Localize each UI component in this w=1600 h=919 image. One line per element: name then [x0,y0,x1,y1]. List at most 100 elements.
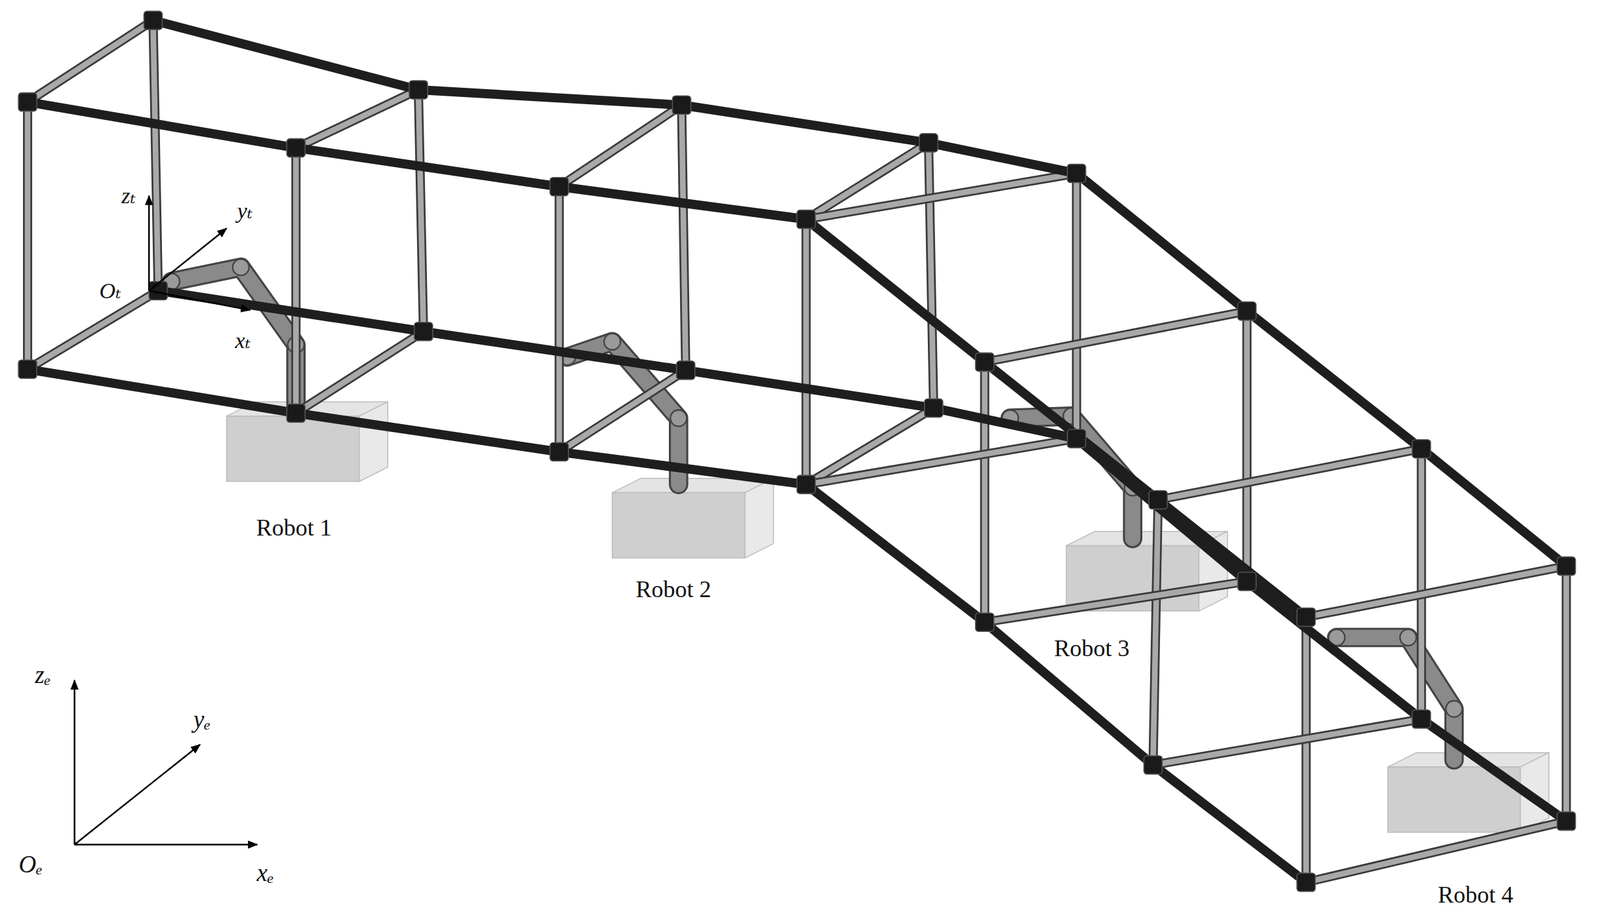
frame-joint [975,613,995,632]
robot-arm [1010,416,1134,540]
robot-base [744,478,774,559]
frame-bar [1418,449,1425,720]
frame-bar [24,102,31,370]
frame-bar [295,331,424,414]
frame-beam [1076,173,1248,312]
frame-joint [1557,557,1576,576]
frame-beam [1421,719,1567,822]
robot-joint [670,410,687,427]
frame-bar [984,311,1248,363]
frame-beam [27,102,296,149]
frame-joint [18,93,37,112]
frame-beam [685,370,934,409]
frame-bar [295,331,424,414]
frame-bar [1152,719,1421,766]
axis-line [73,680,75,846]
frame-bar [559,104,682,187]
frame-joint [1238,572,1257,591]
frame-beam [1158,499,1307,618]
frame-beam [295,413,559,452]
frame-bar [1301,617,1311,883]
frame-beam [152,20,419,90]
frame-joint [1148,490,1168,509]
frame-beam [295,148,559,187]
frame-bar [291,148,301,414]
frame-beam [418,89,682,105]
frame-joint [1067,429,1086,448]
frame-joint [1557,812,1576,831]
frame-beam [805,484,985,623]
frame-beam [805,219,985,363]
frame-bar [1152,719,1421,766]
frame-beam [984,361,1159,500]
axis-label: Oₜ [97,278,124,303]
axis-label: xₜ [232,328,254,353]
frame-joint [1412,710,1431,729]
frame-joint [143,11,162,30]
axis-label: zₑ [32,662,54,690]
frame-joint [796,210,816,229]
frame-bar [1152,499,1159,766]
axis-label: yₜ [234,198,256,223]
frame-beam [559,451,807,485]
frame-bar [559,370,686,452]
frame-bar [805,438,1077,485]
frame-bar [1306,821,1567,883]
frame-bar [152,20,159,291]
frame-bar [295,89,419,149]
frame-beam [27,369,296,414]
axis-line [74,843,258,846]
frame-bar [803,219,810,486]
frame-bar [1561,566,1572,822]
frame-bar [559,104,682,187]
frame-bar [984,581,1248,623]
frame-joint [975,352,995,372]
frame-beam [1421,449,1567,567]
axis-line [74,744,200,845]
frame-bar [27,20,153,102]
frame-beam [1247,581,1422,720]
axis-label: yₑ [190,706,214,734]
frame-beam [423,331,686,371]
frame-bar [559,370,686,452]
frame-joint [924,398,943,418]
frame-bar [805,438,1077,485]
frame-bar [681,104,686,371]
frame-bar [1306,821,1567,883]
robot-base [612,493,745,559]
frame-bar [27,290,159,370]
frame-beam [984,622,1154,766]
frame-bar [1073,173,1080,440]
robot-arm [171,267,296,409]
frame-bar [1303,617,1310,883]
frame-bar [981,361,988,623]
frame-joint [919,133,938,153]
robot-label: Robot 2 [633,577,715,604]
axis-label: Oₑ [15,851,45,879]
frame-bar [928,142,934,409]
frame-beam [559,186,807,220]
frame-joint [286,403,305,423]
frame-joint [1238,302,1257,321]
frame-bar [928,142,934,409]
frame-joint [550,177,569,197]
frame-bar [1563,566,1570,822]
robot-joint [232,259,250,276]
frame-bar [295,89,419,149]
frame-beam [681,104,929,143]
frame-joint [1297,607,1316,627]
frame-beam [928,142,1077,174]
frame-bar [554,186,564,453]
coordinate-axes [74,196,258,846]
frame-joint [414,322,433,341]
frame-bar [1158,449,1421,501]
axis-label: zₜ [118,183,139,208]
frame-joint [1297,873,1316,892]
frame-joint [550,442,569,461]
frame-bar [1072,173,1082,440]
frame-beam [1247,311,1422,450]
frame-bar [418,89,424,332]
frame-joint [286,139,305,158]
